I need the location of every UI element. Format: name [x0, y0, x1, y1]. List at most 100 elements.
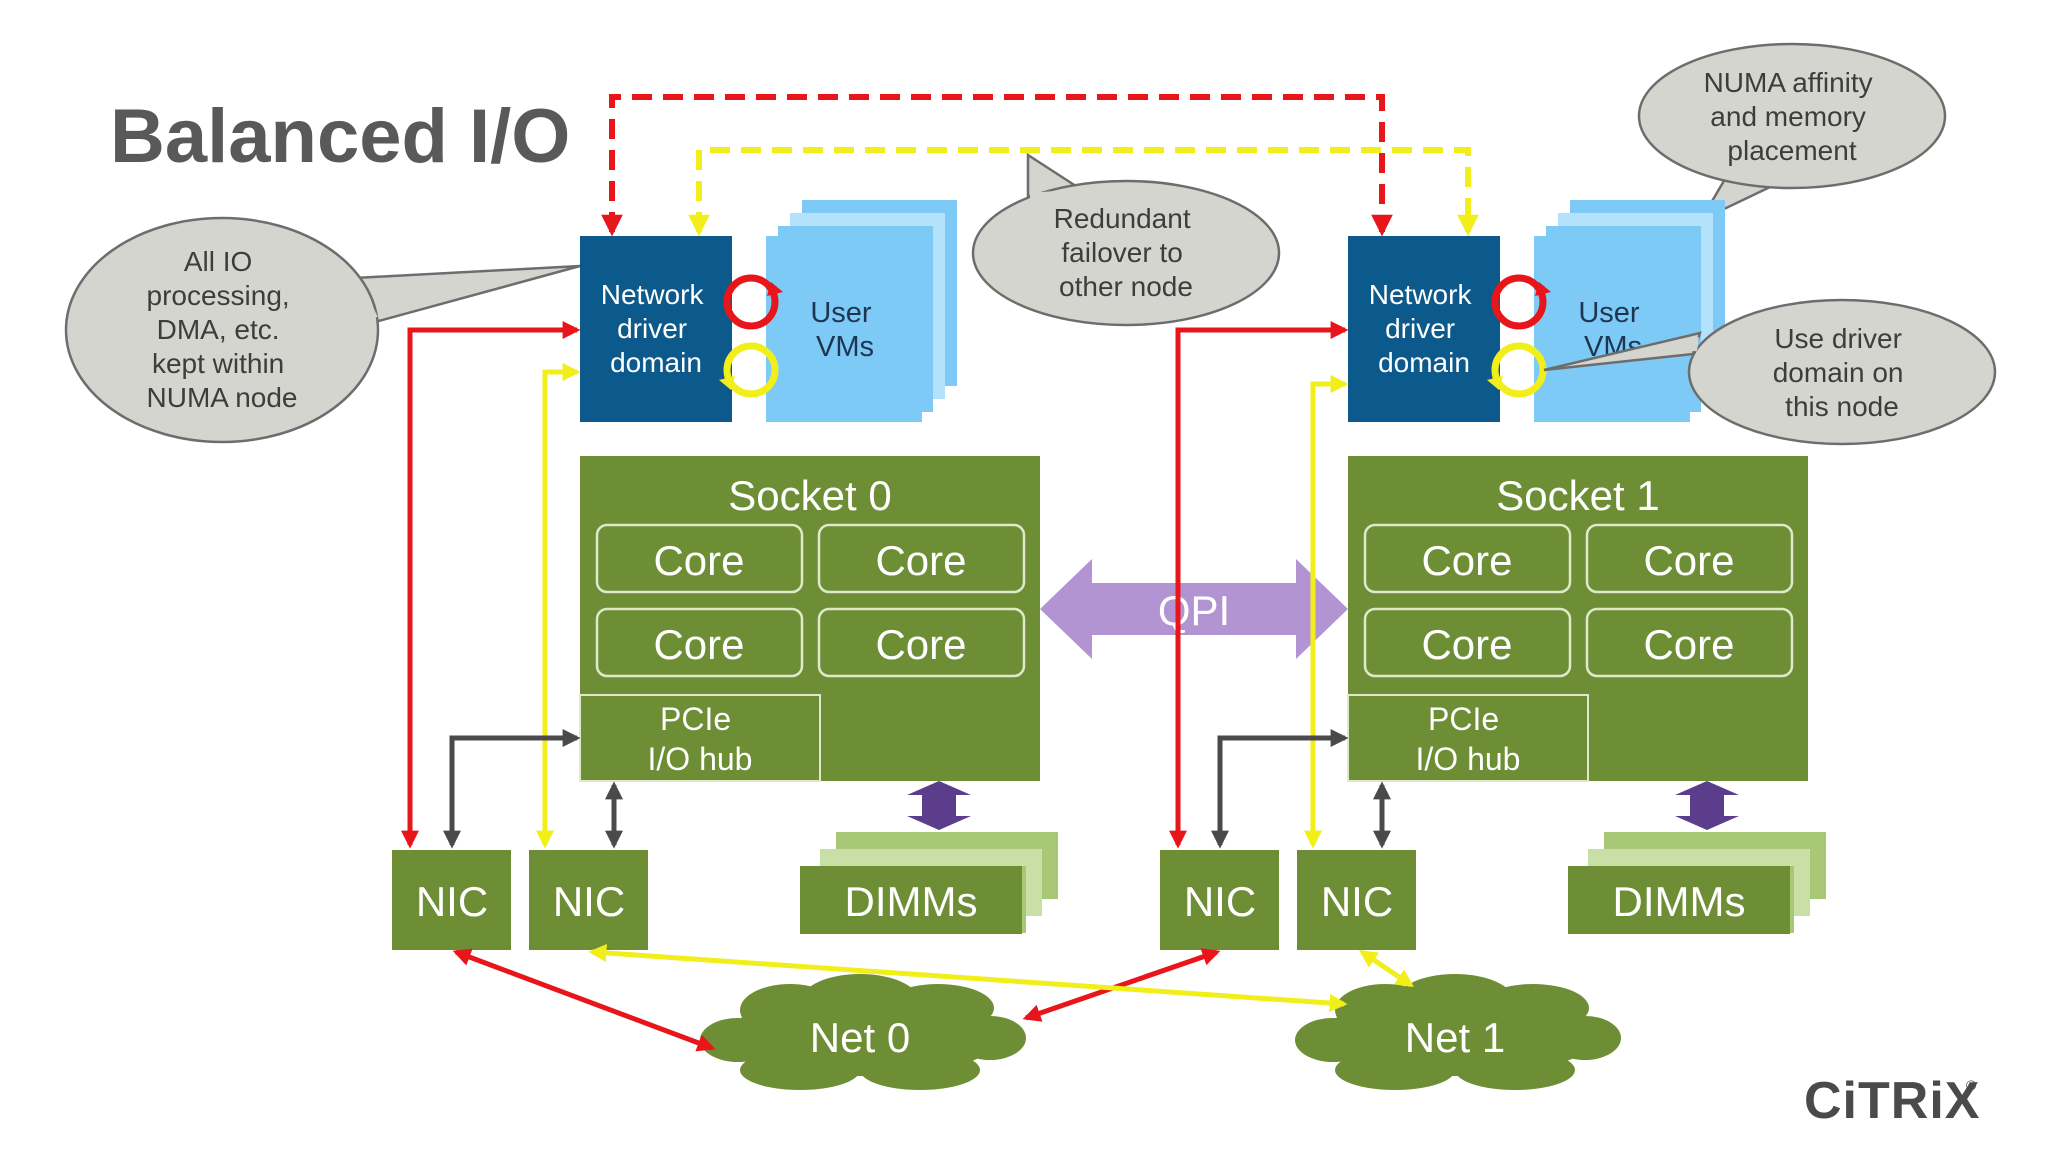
node-1-secondary-path	[1304, 375, 1349, 849]
net-label: Net 0	[810, 1014, 910, 1061]
dimms-label: DIMMs	[845, 878, 978, 925]
svg-text:Use driver domain on: Use driver domain on this node	[1773, 323, 1912, 422]
failover-red-dashed-line	[601, 94, 1393, 237]
nic-net0-red-link	[452, 948, 716, 1052]
core-box	[1585, 607, 1794, 678]
io-hub-label: PCIe	[660, 701, 731, 737]
node-1-nic-hub-link	[1211, 729, 1349, 849]
dimms-node-0: DIMMs	[800, 781, 1058, 934]
node-0-secondary-path	[536, 363, 581, 849]
nics-node-0: NIC NIC	[392, 850, 648, 950]
socket-0: Socket 0 Core Core Core Core PCIe I/O hu…	[579, 456, 1040, 782]
user-vms-label: User	[810, 297, 872, 329]
core-box	[817, 523, 1026, 594]
driver-domain-label: domain	[610, 347, 702, 378]
pcie-io-hub-box	[579, 694, 821, 782]
callout-numa-affinity-line: placement	[1727, 135, 1856, 166]
red-loop-icon	[1491, 274, 1551, 330]
nic-box	[529, 850, 648, 950]
node-0-primary-path	[401, 321, 581, 849]
socket-label: Socket 1	[1496, 472, 1659, 519]
core-box	[1585, 523, 1794, 594]
node-1-primary-path	[1169, 321, 1349, 849]
svg-text:PCIe I/O hub: PCIe I/O hub	[648, 701, 753, 777]
core-box	[1363, 523, 1572, 594]
yellow-loop-icon	[719, 342, 779, 398]
svg-text:All IO processing,: All IO processing, DMA, etc. kept within…	[147, 246, 298, 413]
svg-text:PCIe I/O hub: PCIe I/O hub	[1416, 701, 1521, 777]
core-box	[1363, 607, 1572, 678]
core-box	[595, 523, 804, 594]
qpi-label: QPI	[1158, 587, 1230, 634]
callout-numa-affinity-line: and memory	[1710, 101, 1866, 132]
nic-box	[392, 850, 511, 950]
svg-text:NUMA affinity and memory: NUMA affinity and memory placement	[1704, 67, 1881, 166]
dimm-memory-arrow	[1675, 781, 1739, 830]
io-hub-label: I/O hub	[648, 741, 753, 777]
user-vms-box	[766, 236, 922, 422]
net-1-cloud: Net 1	[1295, 974, 1621, 1090]
dimms-node-1: DIMMs	[1568, 781, 1826, 934]
driver-domain-label: domain	[1378, 347, 1470, 378]
socket-1: Socket 1 Core Core Core Core PCIe I/O hu…	[1347, 456, 1808, 782]
driver-domain-label: Network	[1369, 279, 1473, 310]
callout-failover-line: failover to	[1061, 237, 1182, 268]
citrix-logo-mark: ®	[1966, 1077, 1977, 1093]
svg-text:Network driver dom: Network driver domain	[1369, 279, 1479, 378]
callout-use-driver-line: Use driver	[1774, 323, 1902, 354]
nic-net1-yellow-link	[1359, 949, 1414, 988]
core-box	[817, 607, 1026, 678]
node-0-nic-hub-link	[443, 729, 581, 849]
nic-label: NIC	[1184, 878, 1256, 925]
socket-label: Socket 0	[728, 472, 891, 519]
failover-yellow-dashed-line	[688, 147, 1479, 237]
user-vms-label: User	[1578, 297, 1640, 329]
callout-use-driver-line: this node	[1785, 391, 1899, 422]
user-vms-box	[1534, 236, 1690, 422]
callout-numa-io: All IO processing, DMA, etc. kept within…	[64, 216, 581, 444]
core-label: Core	[1643, 621, 1734, 668]
node-1-vm-stack: User VMs Network driver domain	[1348, 200, 1725, 422]
callout-numa-io-line: kept within	[152, 348, 284, 379]
net-label: Net 1	[1405, 1014, 1505, 1061]
dimm-memory-arrow	[907, 781, 971, 830]
callout-numa-io-line: processing,	[147, 280, 290, 311]
citrix-logo: CiTRiX ®	[1804, 1072, 1980, 1130]
nic-box	[1160, 850, 1279, 950]
network-driver-domain-box	[580, 236, 732, 422]
dimms-label: DIMMs	[1613, 878, 1746, 925]
svg-text:Network driver dom: Network driver domain	[601, 279, 711, 378]
net-0-cloud: Net 0	[700, 974, 1026, 1090]
svg-text:User VMs: User VMs	[810, 297, 879, 363]
pcie-io-hub-box	[1347, 694, 1589, 782]
citrix-logo-text: CiTRiX	[1804, 1072, 1980, 1130]
nic-label: NIC	[1321, 878, 1393, 925]
core-box	[595, 607, 804, 678]
network-driver-domain-box	[1348, 236, 1500, 422]
core-label: Core	[875, 621, 966, 668]
red-loop-icon	[723, 274, 783, 330]
callout-use-driver: Use driver domain on this node	[1543, 298, 1997, 446]
driver-domain-label: Network	[601, 279, 705, 310]
driver-domain-label: driver	[617, 313, 687, 344]
nic-box	[1297, 850, 1416, 950]
nic-label: NIC	[416, 878, 488, 925]
svg-text:Redundant failover to: Redundant failover to other node	[1054, 203, 1199, 302]
io-hub-label: I/O hub	[1416, 741, 1521, 777]
callout-numa-io-line: All IO	[184, 246, 252, 277]
core-label: Core	[653, 537, 744, 584]
core-label: Core	[1421, 537, 1512, 584]
callout-failover-line: Redundant	[1054, 203, 1191, 234]
callout-numa-io-line: DMA, etc.	[157, 314, 280, 345]
core-label: Core	[1421, 621, 1512, 668]
io-hub-label: PCIe	[1428, 701, 1499, 737]
nic-label: NIC	[553, 878, 625, 925]
dimms-box	[1568, 866, 1790, 934]
driver-domain-label: driver	[1385, 313, 1455, 344]
qpi-interconnect: QPI	[1040, 559, 1348, 659]
callout-numa-affinity-line: NUMA affinity	[1704, 67, 1873, 98]
core-label: Core	[875, 537, 966, 584]
node-0-vm-stack: User VMs Network driver domain	[580, 200, 957, 422]
